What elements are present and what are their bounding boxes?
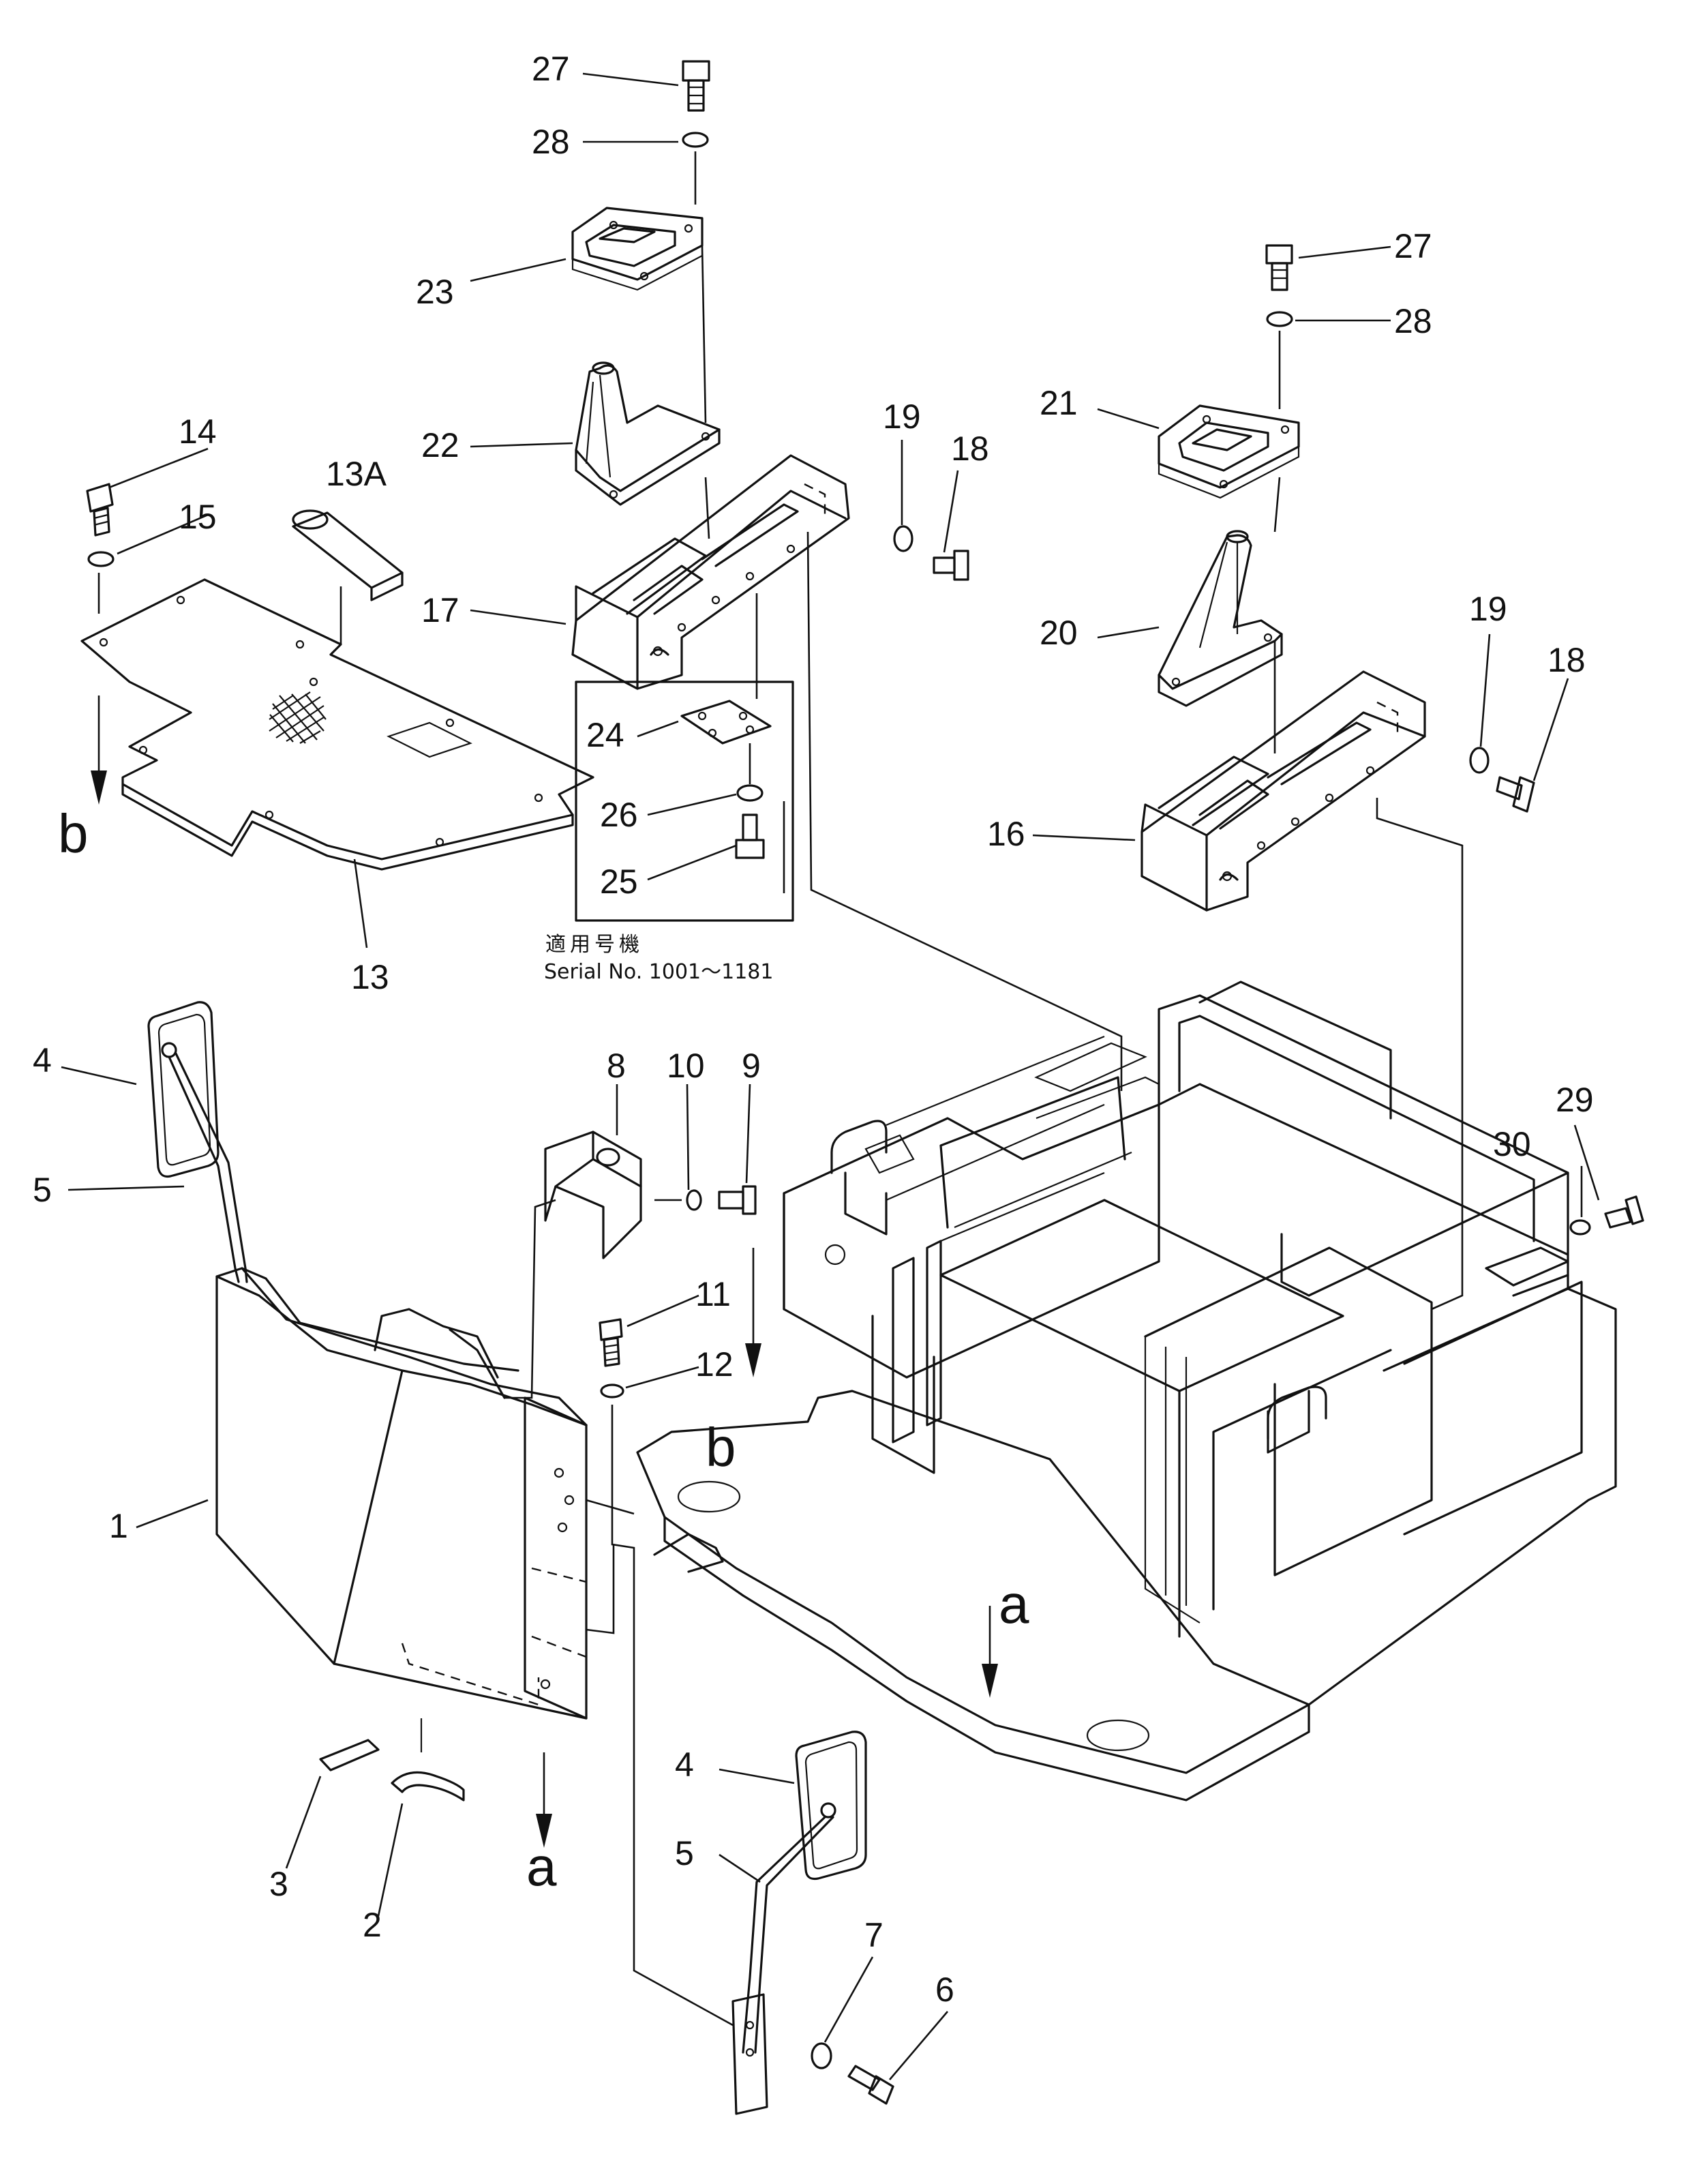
view-letter-b-left: b	[58, 803, 89, 864]
pad-part-13A	[292, 509, 404, 601]
front-cover-part-1	[215, 1267, 588, 1720]
callout-15: 15	[179, 498, 217, 536]
callout-12: 12	[695, 1345, 734, 1383]
callout-21: 21	[1040, 384, 1078, 422]
callout-30: 30	[1493, 1125, 1531, 1163]
callout-13A: 13A	[326, 455, 387, 493]
bolt-washer-parts-29-30	[1569, 1195, 1644, 1236]
callout-17: 17	[421, 591, 459, 629]
main-frame	[636, 981, 1617, 1801]
serial-note: 適用号機 Serial No. 1001～1181	[544, 933, 773, 984]
bolt-washer-parts-27-28-left	[682, 60, 710, 148]
view-arrow-a-frame	[982, 1606, 998, 1698]
callout-1: 1	[109, 1507, 128, 1545]
serial-note-line2: Serial No. 1001～1181	[544, 960, 773, 984]
callout-18-left: 18	[951, 430, 989, 468]
bolt-washer-parts-14-15	[86, 483, 115, 567]
view-arrow-b-left	[91, 695, 107, 805]
cover-part-23	[571, 207, 704, 291]
callout-24: 24	[586, 716, 624, 754]
bolt-washer-parts-18-19-left	[893, 525, 969, 581]
callout-14: 14	[179, 413, 217, 451]
boot-part-20	[1158, 530, 1283, 707]
callout-28-right: 28	[1394, 302, 1432, 340]
callout-13: 13	[351, 958, 389, 996]
assembly-lines	[97, 151, 1464, 2026]
callout-5-bottom: 5	[675, 1834, 694, 1872]
bolt-washer-parts-18-19-right	[1469, 747, 1535, 813]
mirror-bottom-parts-4-5-6-7	[731, 1731, 894, 2115]
floor-mat-part-13	[80, 578, 594, 871]
callout-18-right: 18	[1547, 641, 1586, 679]
callout-6: 6	[935, 1971, 954, 2009]
console-part-17	[571, 454, 850, 690]
bolt-washer-parts-27-28-right	[1265, 244, 1293, 327]
view-letter-a-bottom: a	[526, 1836, 557, 1897]
seal-part-2-and-block-part-3	[319, 1718, 465, 1801]
bolt-washer-parts-11-12	[599, 1318, 624, 1398]
callout-4-left: 4	[33, 1041, 52, 1079]
callout-19-left: 19	[883, 398, 921, 436]
callout-22: 22	[421, 426, 459, 464]
cover-part-21	[1158, 404, 1300, 499]
callout-8: 8	[607, 1047, 626, 1085]
mirror-left-part-4-5	[147, 1001, 248, 1283]
callout-27-right: 27	[1394, 227, 1432, 265]
bracket-part-8	[544, 1131, 642, 1259]
callout-3: 3	[269, 1865, 288, 1903]
callout-29: 29	[1556, 1081, 1594, 1119]
callout-5-left: 5	[33, 1171, 52, 1209]
console-part-16	[1140, 670, 1426, 912]
callout-28-left: 28	[532, 123, 570, 161]
callout-25: 25	[600, 863, 638, 901]
callout-10: 10	[667, 1047, 705, 1085]
callout-4-bottom: 4	[675, 1746, 694, 1784]
view-letter-a-frame: a	[999, 1574, 1029, 1634]
view-letter-b-frame: b	[706, 1417, 736, 1478]
callout-9: 9	[742, 1047, 761, 1085]
serial-inset-box	[575, 680, 794, 922]
bolt-washer-parts-9-10	[686, 1185, 757, 1215]
callout-7: 7	[864, 1916, 883, 1954]
view-arrow-b-frame	[745, 1248, 761, 1377]
callout-numbers: 27 28 23 22 17 19 18 24 26 25 14 13A 15 …	[33, 50, 1594, 2009]
callout-23: 23	[416, 273, 454, 311]
callout-19-right: 19	[1469, 590, 1507, 628]
view-letters: b b a a	[58, 803, 1029, 1897]
callout-11: 11	[695, 1275, 731, 1313]
callout-2: 2	[363, 1906, 382, 1944]
view-arrow-a-bottom	[536, 1752, 552, 1848]
callout-20: 20	[1040, 614, 1078, 652]
callout-leaders	[61, 72, 1600, 2080]
mesh-grille	[269, 691, 327, 744]
boot-part-22	[575, 361, 721, 506]
callout-16: 16	[987, 815, 1025, 853]
callout-27-left: 27	[532, 50, 570, 88]
serial-note-line1: 適用号機	[545, 933, 644, 957]
callout-26: 26	[600, 796, 638, 834]
